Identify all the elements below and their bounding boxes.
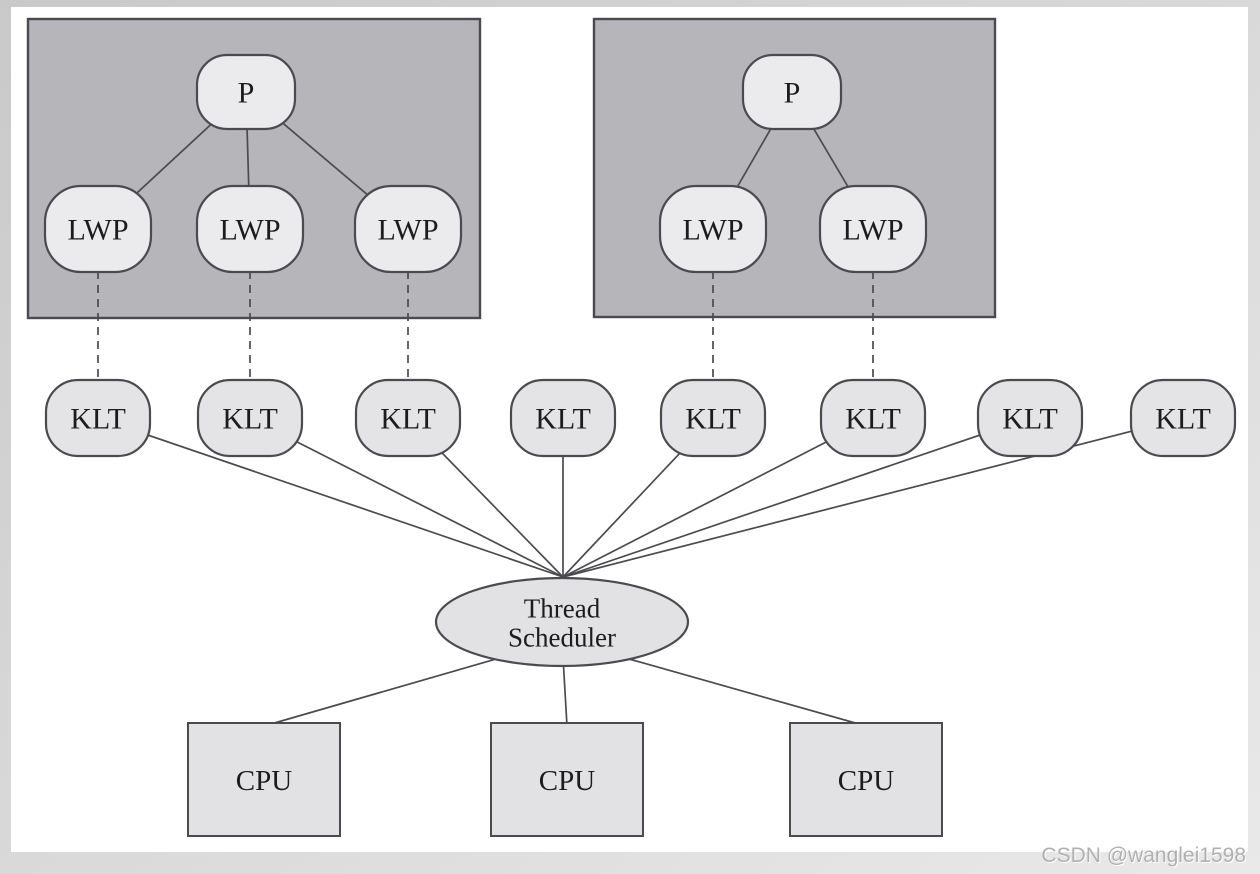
cpu-box: CPU bbox=[187, 722, 341, 837]
klt-node: KLT bbox=[509, 378, 617, 458]
thread-scheduler-label-line1: Thread bbox=[524, 593, 601, 623]
lwp-node-label: LWP bbox=[842, 214, 903, 247]
klt-node-shape bbox=[659, 378, 767, 458]
thread-scheduler-label-line2: Scheduler bbox=[508, 622, 616, 652]
p-node-right: P bbox=[741, 53, 843, 131]
edge-klt-scheduler bbox=[97, 417, 564, 578]
klt-node-shape bbox=[1129, 378, 1237, 458]
cpu-label: CPU bbox=[236, 765, 292, 797]
klt-node: KLT bbox=[44, 378, 152, 458]
klt-node: KLT bbox=[354, 378, 462, 458]
klt-node-label: KLT bbox=[535, 403, 591, 436]
cpu-label: CPU bbox=[539, 765, 595, 797]
klt-node: KLT bbox=[1129, 378, 1237, 458]
thread-scheduler-ellipse bbox=[434, 576, 690, 668]
klt-node-label: KLT bbox=[1002, 403, 1058, 436]
klt-node: KLT bbox=[659, 378, 767, 458]
klt-node-shape bbox=[509, 378, 617, 458]
lwp-node-label: LWP bbox=[219, 214, 280, 247]
cpu-box: CPU bbox=[490, 722, 644, 837]
p-node-left-shape bbox=[195, 53, 297, 131]
klt-node-shape bbox=[354, 378, 462, 458]
lwp-node-label: LWP bbox=[67, 214, 128, 247]
lwp-node: LWP bbox=[658, 184, 768, 274]
klt-node-label: KLT bbox=[222, 403, 278, 436]
cpu-label: CPU bbox=[838, 765, 894, 797]
lwp-node-shape bbox=[658, 184, 768, 274]
p-node-left: P bbox=[195, 53, 297, 131]
lwp-node: LWP bbox=[818, 184, 928, 274]
klt-node-label: KLT bbox=[380, 403, 436, 436]
klt-node: KLT bbox=[976, 378, 1084, 458]
edge-klt-scheduler bbox=[562, 417, 1031, 578]
klt-node-label: KLT bbox=[70, 403, 126, 436]
klt-node-label: KLT bbox=[845, 403, 901, 436]
lwp-node-shape bbox=[43, 184, 153, 274]
cpu-box-shape bbox=[789, 722, 943, 837]
edge-klt-scheduler bbox=[562, 417, 1184, 578]
thread-scheduler: Thread Scheduler bbox=[434, 576, 690, 668]
watermark: CSDN @wanglei1598 bbox=[1041, 844, 1246, 867]
cpu-box-shape bbox=[187, 722, 341, 837]
lwp-node-label: LWP bbox=[682, 214, 743, 247]
p-node-right-label: P bbox=[784, 77, 801, 110]
klt-node: KLT bbox=[819, 378, 927, 458]
lwp-node-shape bbox=[353, 184, 463, 274]
lwp-node-shape bbox=[818, 184, 928, 274]
klt-node-label: KLT bbox=[1155, 403, 1211, 436]
klt-node: KLT bbox=[196, 378, 304, 458]
lwp-node-label: LWP bbox=[377, 214, 438, 247]
edges-lwp-to-klt bbox=[97, 271, 874, 381]
klt-node-shape bbox=[44, 378, 152, 458]
watermark-highlight: CSDN @wanglei1598 bbox=[1042, 845, 1247, 868]
cpu-box-shape bbox=[490, 722, 644, 837]
klt-node-shape bbox=[819, 378, 927, 458]
edge-klt-scheduler bbox=[249, 417, 564, 578]
lwp-node: LWP bbox=[43, 184, 153, 274]
klt-node-label: KLT bbox=[685, 403, 741, 436]
lwp-node: LWP bbox=[195, 184, 305, 274]
p-node-right-shape bbox=[741, 53, 843, 131]
p-node-left-label: P bbox=[238, 77, 255, 110]
edge-klt-scheduler bbox=[562, 417, 874, 578]
cpu-box: CPU bbox=[789, 722, 943, 837]
lwp-node: LWP bbox=[353, 184, 463, 274]
klt-node-shape bbox=[976, 378, 1084, 458]
lwp-node-shape bbox=[195, 184, 305, 274]
klt-node-shape bbox=[196, 378, 304, 458]
